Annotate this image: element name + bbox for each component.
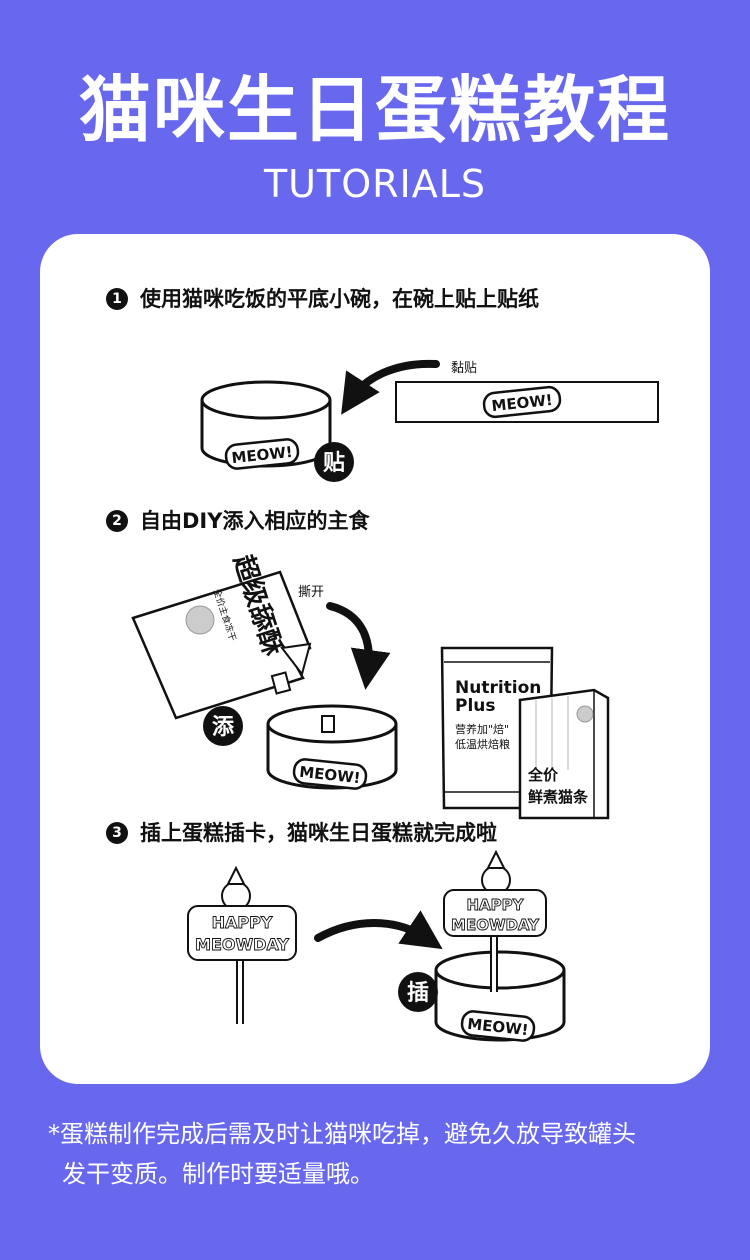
svg-text:全价: 全价: [527, 766, 559, 784]
food-piece: [270, 671, 292, 695]
page-title: 猫咪生日蛋糕教程: [78, 68, 671, 152]
add-badge: 添: [203, 706, 243, 746]
svg-text:HAPPY: HAPPY: [466, 896, 524, 914]
step-1-text: 使用猫咪吃饭的平底小碗，在碗上贴上贴纸: [140, 287, 539, 311]
meow-sticker-on-bowl: MEOW!: [224, 438, 300, 470]
step-2: 2 自由DIY添入相应的主食: [106, 508, 369, 534]
step-1: 1 使用猫咪吃饭的平底小碗，在碗上贴上贴纸: [106, 286, 539, 312]
freeze-dried-pouch: 超级舔酥 全价主食冻干: [131, 551, 312, 720]
step-number-3: 3: [106, 822, 128, 844]
svg-text:低温烘焙粮: 低温烘焙粮: [455, 737, 510, 751]
svg-text:鲜煮猫条: 鲜煮猫条: [528, 788, 589, 806]
svg-text:MEOWDAY: MEOWDAY: [195, 935, 289, 954]
bowl-illustration-2: MEOW!: [266, 704, 398, 790]
svg-text:营养加"焙": 营养加"焙": [455, 722, 509, 736]
arrow-icon-step2: [326, 602, 391, 690]
svg-text:Nutrition: Nutrition: [455, 678, 541, 698]
page-subtitle: TUTORIALS: [263, 162, 487, 206]
step-number-1: 1: [106, 288, 128, 310]
svg-text:HAPPY: HAPPY: [212, 913, 273, 932]
footer-note-line1: *蛋糕制作完成后需及时让猫咪吃掉，避免久放导致罐头: [48, 1120, 636, 1148]
footer-note-line2: 发干变质。制作时要适量哦。: [62, 1160, 374, 1188]
pouch-tear-piece: [280, 642, 312, 677]
insert-badge: 插: [398, 972, 438, 1012]
stick-label: 黏贴: [451, 360, 477, 376]
tear-label: 撕开: [298, 585, 324, 600]
step-2-text: 自由DIY添入相应的主食: [140, 509, 370, 533]
stick-badge: 贴: [314, 442, 354, 482]
step-3-text: 插上蛋糕插卡，猫咪生日蛋糕就完成啦: [140, 821, 497, 845]
step-3: 3 插上蛋糕插卡，猫咪生日蛋糕就完成啦: [106, 820, 497, 846]
step-number-2: 2: [106, 510, 128, 532]
svg-text:插: 插: [407, 981, 429, 1006]
arrow-icon-step1: [341, 359, 440, 415]
svg-text:Plus: Plus: [455, 696, 496, 716]
sticker-strip: MEOW!: [395, 381, 659, 423]
footer-note: *蛋糕制作完成后需及时让猫咪吃掉，避免久放导致罐头 发干变质。制作时要适量哦。: [48, 1114, 708, 1194]
bowl-illustration-3: MEOW!: [434, 950, 566, 1042]
svg-text:贴: 贴: [323, 450, 345, 476]
svg-text:添: 添: [212, 715, 235, 740]
cat-treat-box: 全价 鲜煮猫条: [518, 688, 610, 820]
arrow-icon-step3: [314, 910, 443, 950]
cake-topper-card-right: HAPPY MEOWDAY: [443, 849, 547, 992]
svg-text:MEOWDAY: MEOWDAY: [451, 916, 540, 934]
cake-topper-card-left: HAPPY MEOWDAY: [187, 865, 297, 1024]
